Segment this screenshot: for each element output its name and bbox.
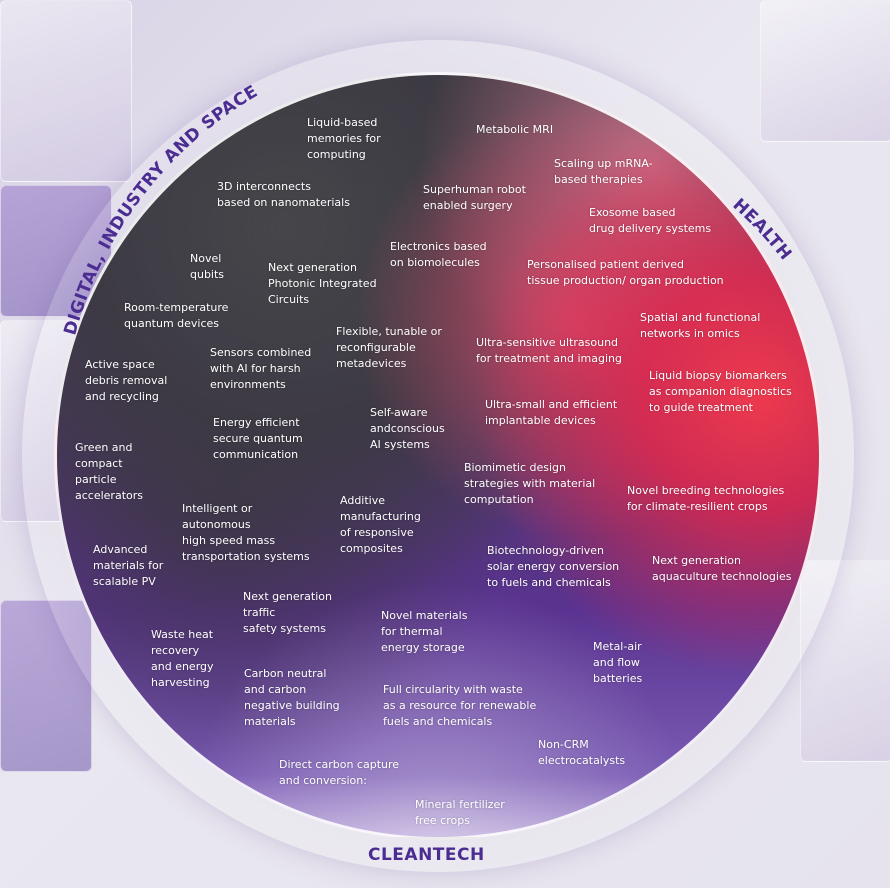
topic-label: Metal-air and flow batteries <box>593 640 643 685</box>
topic-label: Ultra-small and efficient implantable de… <box>485 398 618 427</box>
topic-label: Novel materials for thermal energy stora… <box>381 609 468 654</box>
topic-label: Carbon neutral and carbon negative build… <box>244 667 340 728</box>
topic-label: Biomimetic design strategies with materi… <box>464 461 596 506</box>
topic-label: Room-temperature quantum devices <box>124 301 229 330</box>
topic-label: Advanced materials for scalable PV <box>93 543 164 588</box>
disc-glow <box>57 75 819 837</box>
category-cleantech-title: CLEANTECH <box>368 845 485 865</box>
topic-label: Active space debris removal and recyclin… <box>85 358 168 403</box>
topic-label: 3D interconnects based on nanomaterials <box>217 180 350 209</box>
topic-label: Liquid biopsy biomarkers as companion di… <box>649 369 792 414</box>
background-panel <box>760 0 890 142</box>
topic-label: Direct carbon capture and conversion: <box>279 758 400 787</box>
topic-label: Mineral fertilizer free crops <box>415 798 505 827</box>
topic-label: Scaling up mRNA- based therapies <box>554 157 653 186</box>
topic-label: Energy efficient secure quantum communic… <box>213 416 303 461</box>
topic-label: Next generation traffic safety systems <box>243 590 332 635</box>
topic-label: Electronics based on biomolecules <box>390 240 487 269</box>
topic-label: Intelligent or autonomous high speed mas… <box>182 502 310 563</box>
topic-label: Metabolic MRI <box>476 123 554 136</box>
topic-label: Superhuman robot enabled surgery <box>423 183 526 212</box>
background-panel <box>0 0 132 182</box>
topic-label: Liquid-based memories for computing <box>307 116 381 161</box>
topic-label: Novel breeding technologies for climate-… <box>627 484 785 513</box>
topic-label: Exosome based drug delivery systems <box>589 206 712 235</box>
topic-label: Biotechnology-driven solar energy conver… <box>487 544 620 589</box>
topic-label: Additive manufacturing of responsive com… <box>340 494 421 555</box>
topic-label: Novel qubits <box>190 252 225 281</box>
topic-label: Waste heat recovery and energy harvestin… <box>151 628 214 689</box>
topic-disc <box>54 72 822 840</box>
topic-label: Green and compact particle accelerators <box>75 441 143 502</box>
topic-label: Next generation aquaculture technologies <box>652 554 792 583</box>
topic-label: Non-CRM electrocatalysts <box>538 738 626 767</box>
topic-label: Flexible, tunable or reconfigurable meta… <box>336 325 442 370</box>
topic-label: Spatial and functional networks in omics <box>640 311 761 340</box>
topic-label: Ultra-sensitive ultrasound for treatment… <box>476 336 622 365</box>
topic-label: Full circularity with waste as a resourc… <box>383 683 537 728</box>
topic-label: Personalised patient derived tissue prod… <box>527 258 724 287</box>
topic-label: Next generation Photonic Integrated Circ… <box>268 261 377 306</box>
topic-label: Sensors combined with AI for harsh envir… <box>210 346 312 391</box>
topic-label: Self-aware andconscious AI systems <box>370 406 445 451</box>
